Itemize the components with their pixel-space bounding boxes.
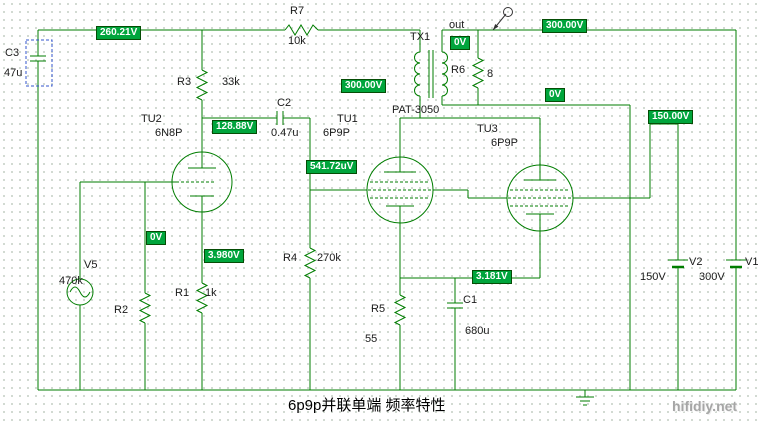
- label-r2-ref: R2: [114, 304, 129, 316]
- label-r2-value: 470k: [59, 275, 83, 287]
- wire-network[interactable]: [37, 29, 737, 397]
- voltage-probe-label[interactable]: 128.88V: [212, 120, 258, 134]
- battery-v2[interactable]: [668, 259, 688, 269]
- capacitor-c2[interactable]: [276, 111, 284, 125]
- resistor-r2[interactable]: [138, 292, 152, 324]
- selection-box: [25, 39, 53, 87]
- label-r4-ref: R4: [283, 252, 298, 264]
- label-v1-ref: V1: [745, 256, 759, 268]
- label-c2-ref: C2: [277, 97, 292, 109]
- schematic-title: 6p9p并联单端 频率特性: [288, 397, 446, 414]
- voltage-probe-label[interactable]: 0V: [450, 36, 471, 50]
- voltage-probe-label[interactable]: 260.21V: [96, 26, 142, 40]
- battery-v1[interactable]: [726, 259, 746, 269]
- tube-tu3[interactable]: [506, 164, 574, 232]
- voltage-probe-label[interactable]: 150.00V: [648, 110, 694, 124]
- label-r5-ref: R5: [371, 303, 386, 315]
- label-c2-value: 0.47u: [271, 127, 299, 139]
- label-r3-value: 33k: [222, 76, 240, 88]
- probe-icon[interactable]: [492, 7, 513, 31]
- label-tx1-ref: TX1: [410, 31, 431, 43]
- voltage-probe-label[interactable]: 3.181V: [472, 270, 512, 284]
- label-r4-value: 270k: [317, 252, 341, 264]
- label-tu3-ref: TU3: [477, 123, 498, 135]
- watermark: hifidiy.net: [672, 398, 738, 414]
- label-c1-value: 680u: [465, 325, 490, 337]
- label-tx1-model: PAT-3050: [392, 104, 440, 116]
- resistor-r5[interactable]: [393, 294, 407, 326]
- capacitor-c1[interactable]: [447, 302, 463, 309]
- voltage-probe-label[interactable]: 0V: [545, 88, 566, 102]
- label-tu1-model: 6P9P: [323, 127, 350, 139]
- label-c3-value: 47u: [4, 67, 23, 79]
- label-r7-ref: R7: [290, 5, 305, 17]
- label-v2-ref: V2: [689, 256, 703, 268]
- label-v5-ref: V5: [84, 259, 98, 271]
- label-r1-ref: R1: [175, 287, 190, 299]
- label-c1-ref: C1: [463, 294, 478, 306]
- voltage-probe-label[interactable]: 541.72uV: [306, 160, 358, 174]
- ac-source-v5[interactable]: [66, 278, 94, 306]
- tube-tu2[interactable]: [171, 151, 233, 213]
- label-out: out: [449, 19, 465, 31]
- tube-tu1[interactable]: [366, 156, 434, 224]
- label-c3-ref: C3: [5, 47, 20, 59]
- label-v2-value: 150V: [640, 271, 666, 283]
- resistor-r6[interactable]: [471, 57, 485, 89]
- voltage-probe-label[interactable]: 300.00V: [341, 79, 387, 93]
- label-tu1-ref: TU1: [337, 113, 358, 125]
- label-tu3-model: 6P9P: [491, 137, 518, 149]
- label-r3-ref: R3: [177, 76, 192, 88]
- label-r6-value: 8: [487, 68, 494, 80]
- label-tu2-ref: TU2: [141, 113, 162, 125]
- resistor-r4[interactable]: [303, 247, 317, 279]
- voltage-probe-label[interactable]: 0V: [146, 231, 167, 245]
- label-r6-ref: R6: [451, 64, 466, 76]
- label-r5-value: 55: [365, 333, 378, 345]
- resistor-r3[interactable]: [195, 69, 209, 101]
- ground-icon[interactable]: [576, 396, 594, 406]
- label-r7-value: 10k: [288, 35, 306, 47]
- resistor-r1[interactable]: [195, 282, 209, 314]
- label-tu2-model: 6N8P: [155, 127, 183, 139]
- capacitor-c3[interactable]: [25, 39, 53, 87]
- label-r1-value: 1k: [205, 287, 217, 299]
- label-v1-value: 300V: [699, 271, 725, 283]
- voltage-probe-label[interactable]: 300.00V: [542, 19, 588, 33]
- resistor-r7[interactable]: [284, 24, 319, 36]
- transformer-tx1[interactable]: [414, 50, 448, 98]
- voltage-probe-label[interactable]: 3.980V: [204, 249, 244, 263]
